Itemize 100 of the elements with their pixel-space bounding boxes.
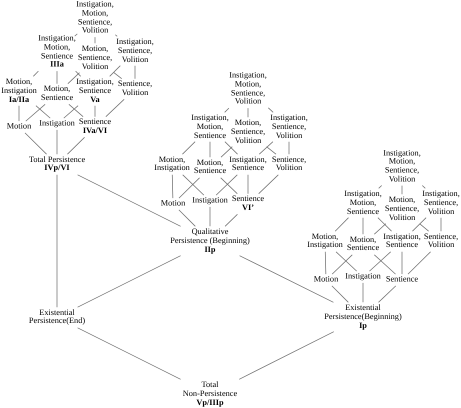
node-label: Motion, Instigation [1,78,37,95]
lattice-line [67,136,85,155]
lattice-line [114,34,118,37]
node-label: Motion [160,200,186,208]
lattice-line [374,223,386,235]
lattice-line [324,251,326,274]
node-label: Sentience [386,276,418,284]
node-label: Instigation [345,272,381,282]
lattice-line [220,177,238,194]
lattice-line [74,33,78,37]
lattice-line [374,254,396,274]
numeral-label: Va [90,95,100,104]
node-label: Instigation, Sentience [76,78,114,96]
lattice-line [239,255,334,303]
lattice-line [220,146,233,158]
node-label: Qualitative Persistence (Beginning) [169,228,251,246]
node-label: Existential Persistence(End) [28,308,86,326]
lattice-line [224,108,230,113]
lattice-line [172,174,174,198]
lattice-line [77,255,181,308]
lattice-line [178,210,196,227]
numeral-label: Ia/IIa [8,95,30,104]
lattice-line [63,105,78,118]
lattice-line [56,70,58,84]
lattice-line [134,65,136,80]
node-label: Instigation, Motion, Sentience, Volition [383,148,421,184]
lattice-line [258,174,279,194]
node-label: Existential Persistence(Beginning) [324,304,402,322]
lattice-line [258,141,274,155]
node-label: Motion, Sentience [346,236,380,254]
node-label: Instigation [39,120,75,128]
lattice-line [336,251,358,272]
node-label: Instigation, Sentience, Volition [270,114,308,140]
lattice-line [362,217,364,235]
lattice-line [182,174,204,196]
lattice-line [378,286,396,303]
lattice-line [224,141,238,155]
lattice-line [56,174,58,308]
lattice-line [113,72,122,80]
lattice-line [94,105,96,118]
lattice-line [408,251,431,274]
lattice-line [68,104,84,118]
node-label: Motion, Sentience, Volition [230,118,266,146]
lattice-line [24,132,47,155]
lattice-line [419,223,430,232]
node-label: Sentience [78,118,112,127]
lattice-line [109,65,121,77]
lattice-line [238,331,334,380]
node-label: Sentience, Volition [424,232,458,250]
lattice-line [412,217,426,232]
lattice-line [56,130,58,155]
node-label: Instigation, Sentience [229,156,267,174]
numeral-label: IVp/VI [44,164,70,174]
lattice-line [362,282,364,303]
node-label: Instigation, Sentience, Volition [422,190,460,216]
numeral-label: IVa/VI [82,127,108,136]
lattice-line [224,214,238,227]
lattice-line [378,185,382,189]
node-label: Instigation [192,196,228,206]
numeral-label: VI’ [242,204,254,213]
node-label: Sentience, Volition [272,156,306,174]
lattice-line [182,141,196,155]
lattice-line [36,105,51,118]
node-label: Sentience, Volition [118,80,152,98]
numeral-label: Vp/IIIp [196,398,224,408]
lattice-line [332,254,353,274]
node-label: Sentience [232,195,264,204]
node-label: Motion, Instigation [154,156,190,174]
lattice-line [32,70,39,77]
lattice-line [332,286,349,303]
node-label: Total Non-Persistence [182,380,238,398]
node-label: Instigation, Motion, Sentience [191,114,229,140]
lattice-line [75,70,82,77]
numeral-label: IIIa [50,60,64,70]
node-label: Instigation, Motion, Sentience [344,190,382,216]
lattice-line [266,146,276,155]
node-label: Motion [314,276,338,284]
lattice-line [422,185,426,189]
lattice-line [178,177,200,198]
lattice-line [68,72,80,84]
lattice-line [369,251,392,272]
node-label: Instigation, Motion, Sentience, Volition [229,71,267,107]
lattice-line [378,217,392,232]
lattice-line [77,327,181,380]
lattice-line [94,36,96,44]
node-label: Instigation, Motion, Sentience, Volition [76,0,114,36]
node-label: Motion, Sentience [40,85,74,103]
node-label: Total Persistence [28,156,86,164]
lattice-line [77,174,181,227]
lattice-line [334,217,349,232]
node-label: Motion [6,122,32,132]
node-label: Instigation, Sentience [383,232,421,250]
numeral-label: Ip [359,321,367,330]
node-label: Motion, Sentience [194,158,226,176]
node-label: Instigation, Sentience, Volition [116,38,154,64]
lattice-line [288,141,290,155]
lattice-line [18,105,20,122]
node-label: Motion, Sentience, Volition [384,196,420,222]
node-label: Instigation, Motion, Sentience [38,34,76,61]
numeral-label: IIp [204,245,216,254]
